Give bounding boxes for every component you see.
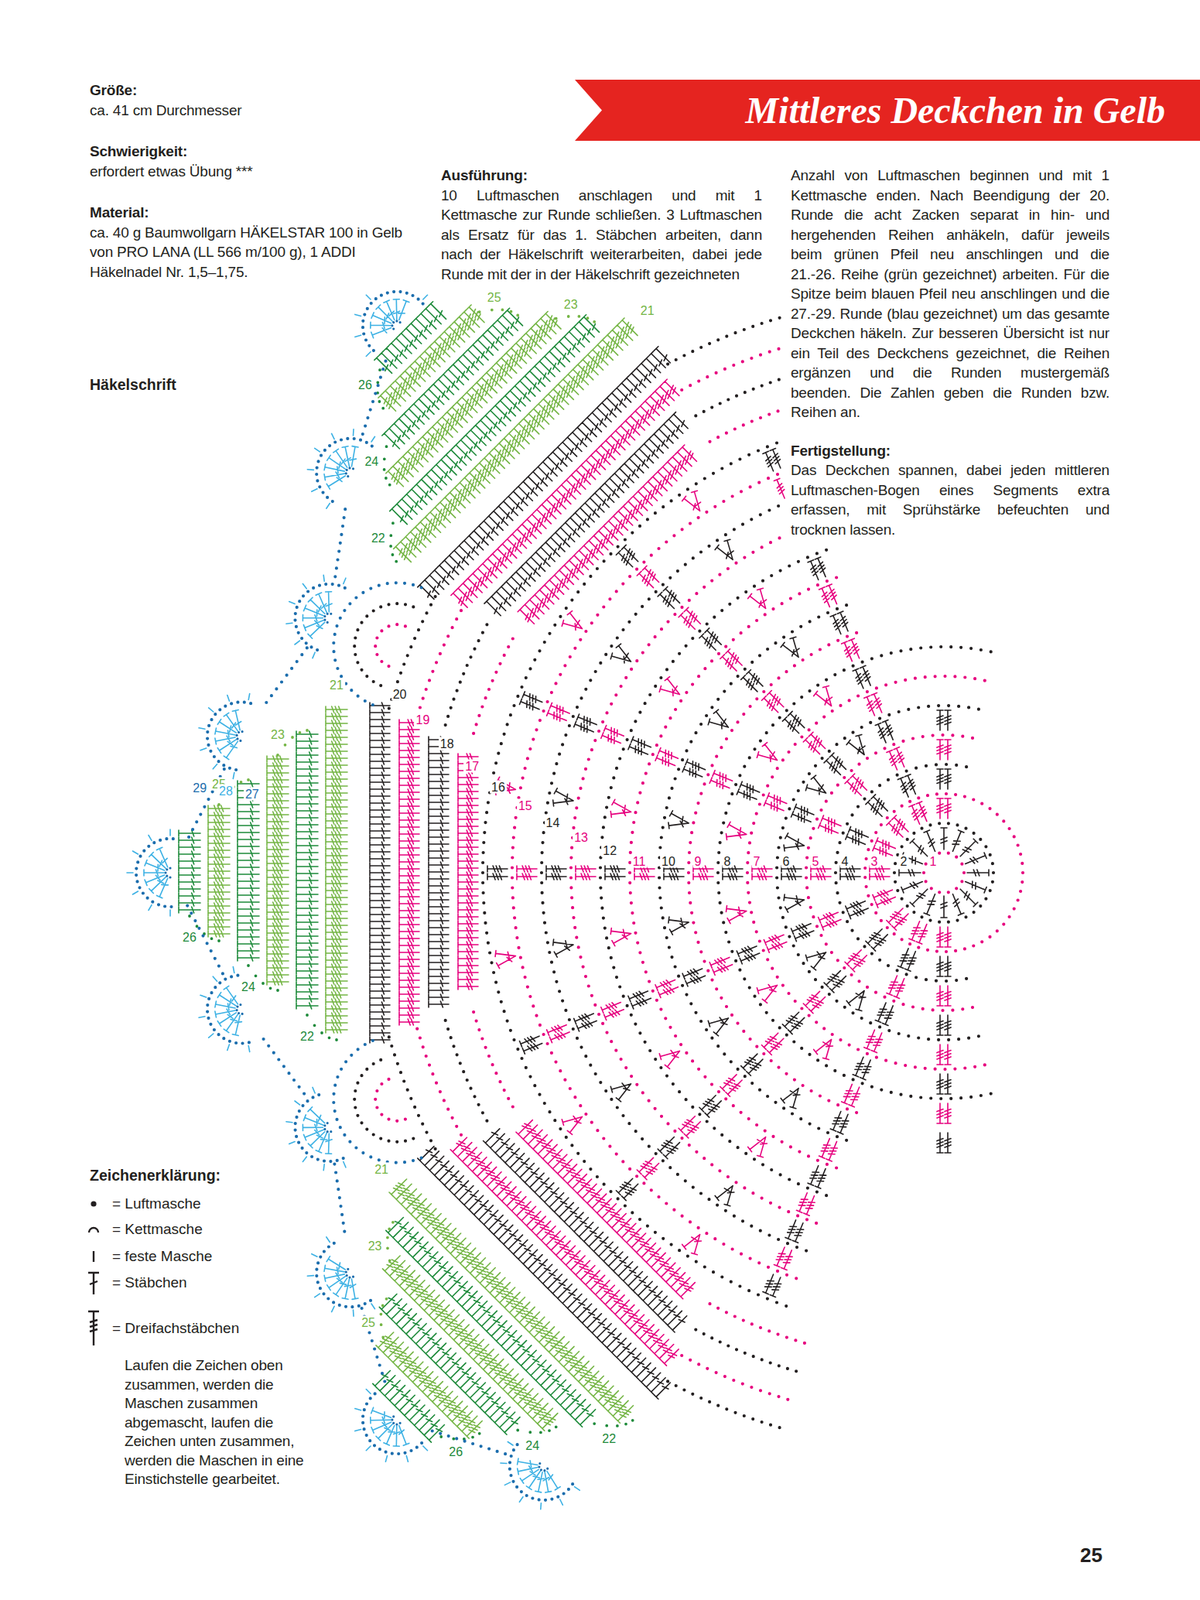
legend-entry: = Luftmasche xyxy=(112,1194,202,1214)
stitch-symbol xyxy=(92,1251,95,1262)
row-number: 23 xyxy=(366,1239,384,1253)
round-number: 13 xyxy=(572,830,590,844)
round-number: 29 xyxy=(191,781,209,795)
banner-shape xyxy=(574,79,1200,141)
stitch-symbol xyxy=(88,1227,99,1233)
stitch-symbol xyxy=(88,1311,100,1346)
round-number: 18 xyxy=(438,737,456,751)
text-column: Größe:ca. 41 cm DurchmesserSchwierigkeit… xyxy=(89,80,415,282)
page-number: 25 xyxy=(1080,1543,1103,1567)
section-heading: Ausführung: xyxy=(441,165,763,186)
row-number: 24 xyxy=(239,980,257,994)
section-heading: Material: xyxy=(89,202,415,223)
row-number: 21 xyxy=(372,1162,390,1177)
chart-heading: Häkelschrift xyxy=(89,375,177,394)
legend-entry: = feste Masche xyxy=(112,1247,212,1266)
round-number: 19 xyxy=(414,712,432,726)
row-number: 22 xyxy=(369,531,387,545)
stitch-symbol xyxy=(88,1272,100,1295)
row-number: 24 xyxy=(362,454,380,469)
round-number: 28 xyxy=(217,784,235,798)
row-number: 21 xyxy=(328,678,346,692)
body-text: erfordert etwas Übung *** xyxy=(89,161,415,182)
round-number: 12 xyxy=(601,843,619,857)
row-number: 22 xyxy=(600,1432,618,1446)
round-number: 3 xyxy=(869,854,880,869)
stitch-symbols xyxy=(208,304,638,1439)
legend-entry: = Stäbchen xyxy=(112,1273,188,1293)
section-heading: Schwierigkeit: xyxy=(89,141,415,162)
round-number: 20 xyxy=(391,687,409,701)
round-number: 14 xyxy=(544,815,562,829)
section-heading: Fertigstellung: xyxy=(790,441,1110,462)
round-number: 8 xyxy=(722,854,733,869)
row-number: 26 xyxy=(447,1445,465,1459)
round-number: 10 xyxy=(659,854,677,869)
chain-dots xyxy=(217,307,596,1339)
row-number: 26 xyxy=(181,930,199,944)
row-number: 25 xyxy=(485,290,503,305)
round-number: 16 xyxy=(489,779,507,794)
section-heading: Größe: xyxy=(89,80,415,101)
row-number: 23 xyxy=(562,297,580,311)
round-number: 9 xyxy=(693,854,704,869)
round-number: 2 xyxy=(899,854,910,869)
page-title: Mittleres Deckchen in Gelb xyxy=(745,79,1166,141)
chain-symbol xyxy=(90,1200,96,1207)
note-text: Laufen die Zeichen oben zusammen, werden… xyxy=(124,1356,311,1490)
legend-entry: = Dreifachstäbchen xyxy=(112,1319,240,1338)
row-number: 26 xyxy=(356,378,374,392)
round-number: 6 xyxy=(781,854,792,869)
round-number: 27 xyxy=(243,787,261,801)
chain-dots xyxy=(188,368,635,1441)
text-column: Ausführung:10 Luftmaschen anschlagen und… xyxy=(441,165,763,284)
text-column: Anzahl von Luftmaschen beginnen und mit … xyxy=(790,165,1110,540)
row-number: 21 xyxy=(639,304,657,318)
stitch-symbols xyxy=(178,301,600,1443)
legend-symbols xyxy=(88,1200,100,1346)
body-text: Das Deckchen spannen, dabei jeden mittle… xyxy=(790,460,1110,540)
row-number: 25 xyxy=(359,1316,377,1330)
row-number: 24 xyxy=(523,1438,541,1452)
round-number: 11 xyxy=(631,854,648,869)
round-number: 1 xyxy=(928,854,939,869)
round-number: 4 xyxy=(840,854,851,869)
round-number: 17 xyxy=(463,759,481,773)
body-text: ca. 41 cm Durchmesser xyxy=(89,100,415,121)
body-text: ca. 40 g Baumwollgarn HÄKELSTAR 100 in G… xyxy=(89,222,415,283)
body-text: 10 Luftmaschen anschlagen und mit 1 Kett… xyxy=(441,185,763,285)
row-number: 23 xyxy=(269,728,287,742)
legend-entry: = Kettmasche xyxy=(112,1220,203,1239)
body-text: Anzahl von Luftmaschen beginnen und mit … xyxy=(790,165,1110,423)
round-number: 15 xyxy=(516,798,534,812)
legend-heading: Zeichenerklärung: xyxy=(89,1165,221,1185)
row-number: 22 xyxy=(298,1029,316,1043)
round-number: 5 xyxy=(810,854,821,869)
round-number: 7 xyxy=(752,854,763,869)
